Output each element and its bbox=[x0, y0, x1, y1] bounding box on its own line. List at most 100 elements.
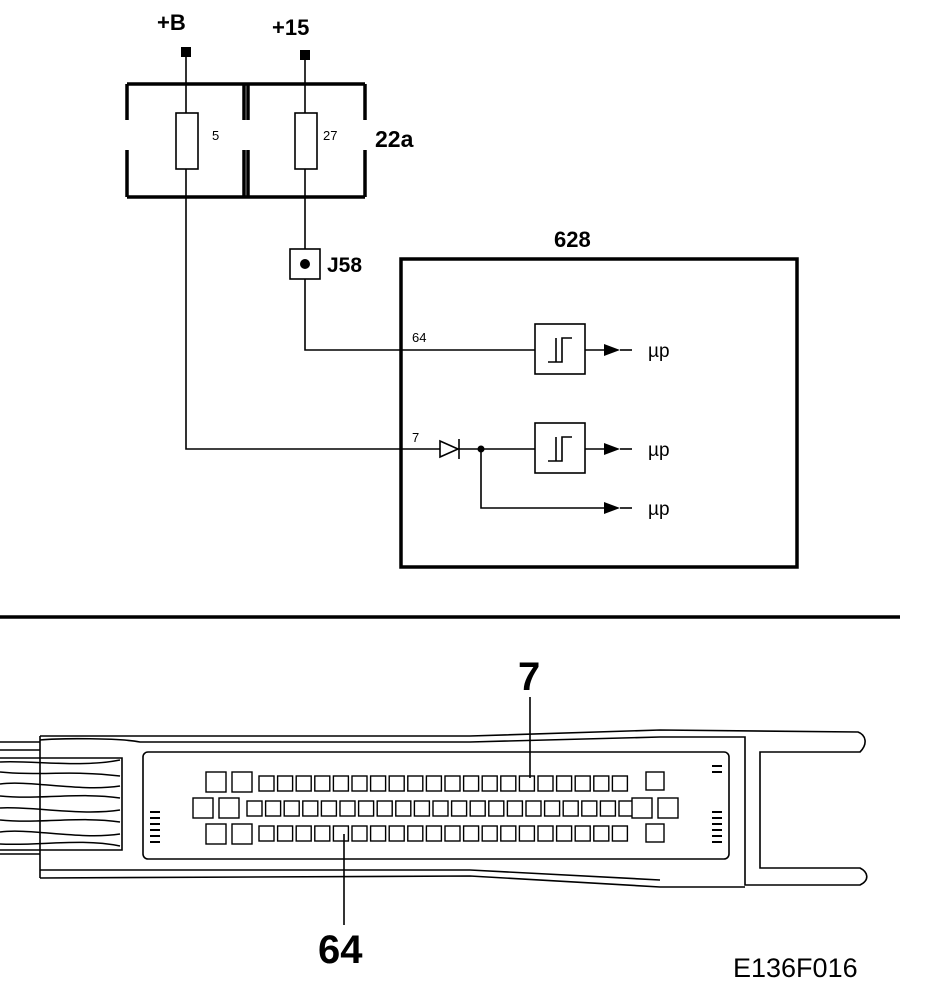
connector-pin bbox=[611, 825, 629, 842]
connector-pin bbox=[302, 800, 319, 817]
connector-pin bbox=[581, 800, 598, 817]
output-arrow-3 bbox=[604, 502, 620, 514]
schmitt-trigger-upper bbox=[534, 323, 586, 375]
connector-pin bbox=[525, 800, 542, 817]
connector-pin bbox=[369, 825, 387, 842]
connector-pin-large bbox=[657, 797, 679, 819]
connector-pin bbox=[413, 800, 431, 817]
connector-pin bbox=[425, 825, 443, 842]
output-up-1: µp bbox=[648, 341, 670, 362]
connector-pin bbox=[425, 775, 443, 792]
supply-plus-b-label: +B bbox=[157, 10, 186, 35]
connector-drawing: 7 64 bbox=[0, 655, 868, 972]
connector-pin bbox=[537, 775, 554, 792]
output-arrow-2 bbox=[604, 443, 620, 455]
connector-pin bbox=[599, 800, 617, 817]
connector-pin bbox=[444, 775, 461, 792]
connector-pin bbox=[562, 800, 579, 817]
junction-label: J58 bbox=[327, 254, 362, 277]
connector-pin bbox=[295, 825, 312, 842]
connector-pin bbox=[395, 800, 412, 817]
connector-pin bbox=[481, 775, 498, 792]
connector-pin bbox=[537, 825, 554, 842]
output-up-2: µp bbox=[648, 440, 670, 461]
connector-pin bbox=[574, 825, 591, 842]
connector-pin bbox=[518, 775, 536, 792]
connector-pin bbox=[283, 800, 300, 817]
connector-pin bbox=[357, 800, 375, 817]
connector-pin bbox=[264, 800, 282, 817]
connector-pin bbox=[407, 775, 424, 792]
connector-pin bbox=[314, 825, 331, 842]
connector-pin bbox=[462, 775, 480, 792]
connector-pin bbox=[246, 800, 263, 817]
callout-pin-64: 64 bbox=[318, 928, 363, 972]
supply-plus-15-label: +15 bbox=[272, 15, 309, 40]
connector-pin bbox=[432, 800, 449, 817]
fuse-5 bbox=[175, 112, 199, 170]
connector-pin bbox=[593, 825, 610, 842]
control-module-label: 628 bbox=[554, 227, 591, 252]
connector-pin bbox=[369, 775, 387, 792]
pin-7-label: 7 bbox=[412, 430, 419, 445]
connector-pin bbox=[481, 825, 498, 842]
wire-harness bbox=[0, 741, 121, 855]
diode bbox=[439, 439, 460, 459]
connector-pin bbox=[555, 825, 573, 842]
connector-pin bbox=[574, 775, 591, 792]
schmitt-trigger-lower bbox=[534, 422, 586, 474]
supply-plus-b-terminal bbox=[181, 47, 191, 57]
connector-pin bbox=[500, 775, 517, 792]
connector-pin bbox=[320, 800, 338, 817]
connector-pin-large bbox=[218, 797, 240, 819]
connector-pin-large bbox=[231, 823, 253, 845]
fuse-27-label: 27 bbox=[323, 128, 337, 143]
connector-pin bbox=[506, 800, 524, 817]
connector-pin bbox=[518, 825, 536, 842]
connector-pin bbox=[276, 825, 294, 842]
output-up-3: µp bbox=[648, 499, 670, 520]
junction-j58: J58 bbox=[289, 248, 362, 280]
connector-pin bbox=[611, 775, 629, 792]
connector-pin-large bbox=[645, 771, 665, 791]
control-module-628: 628 64 7 µp µp bbox=[399, 227, 799, 569]
output-arrow-1 bbox=[604, 344, 620, 356]
connector-pin bbox=[462, 825, 480, 842]
connector-pin-large bbox=[192, 797, 214, 819]
connector-pin bbox=[500, 825, 517, 842]
connector-pin bbox=[555, 775, 573, 792]
connector-pin bbox=[376, 800, 393, 817]
connector-pin bbox=[332, 825, 350, 842]
connector-pin bbox=[469, 800, 486, 817]
connector-pin bbox=[332, 775, 350, 792]
connector-pin bbox=[276, 775, 294, 792]
connector-pin-large bbox=[231, 771, 253, 793]
connector-pin bbox=[407, 825, 424, 842]
connector-pin bbox=[450, 800, 468, 817]
fuse-27 bbox=[294, 112, 318, 170]
supply-plus-15-terminal bbox=[300, 50, 310, 60]
connector-pin bbox=[444, 825, 461, 842]
connector-pin-large bbox=[631, 797, 653, 819]
fuse-5-label: 5 bbox=[212, 128, 219, 143]
connector-pin bbox=[351, 825, 368, 842]
connector-pin bbox=[258, 825, 275, 842]
connector-pin bbox=[295, 775, 312, 792]
connector-pin-large bbox=[205, 823, 227, 845]
fuse-box-label: 22a bbox=[375, 126, 414, 152]
callout-pin-7: 7 bbox=[518, 655, 540, 699]
connector-pin-large bbox=[205, 771, 227, 793]
connector-pin bbox=[388, 825, 405, 842]
connector-pin bbox=[351, 775, 368, 792]
fuse-box: 5 27 22a bbox=[125, 82, 414, 199]
connector-pin bbox=[543, 800, 561, 817]
connector-pin bbox=[488, 800, 505, 817]
connector-pin bbox=[339, 800, 356, 817]
figure-code: E136F016 bbox=[733, 953, 858, 983]
connector-pin bbox=[314, 775, 331, 792]
connector-pin bbox=[388, 775, 405, 792]
connector-pin-large bbox=[645, 823, 665, 843]
connector-pin bbox=[593, 775, 610, 792]
pin-64-label: 64 bbox=[412, 330, 426, 345]
